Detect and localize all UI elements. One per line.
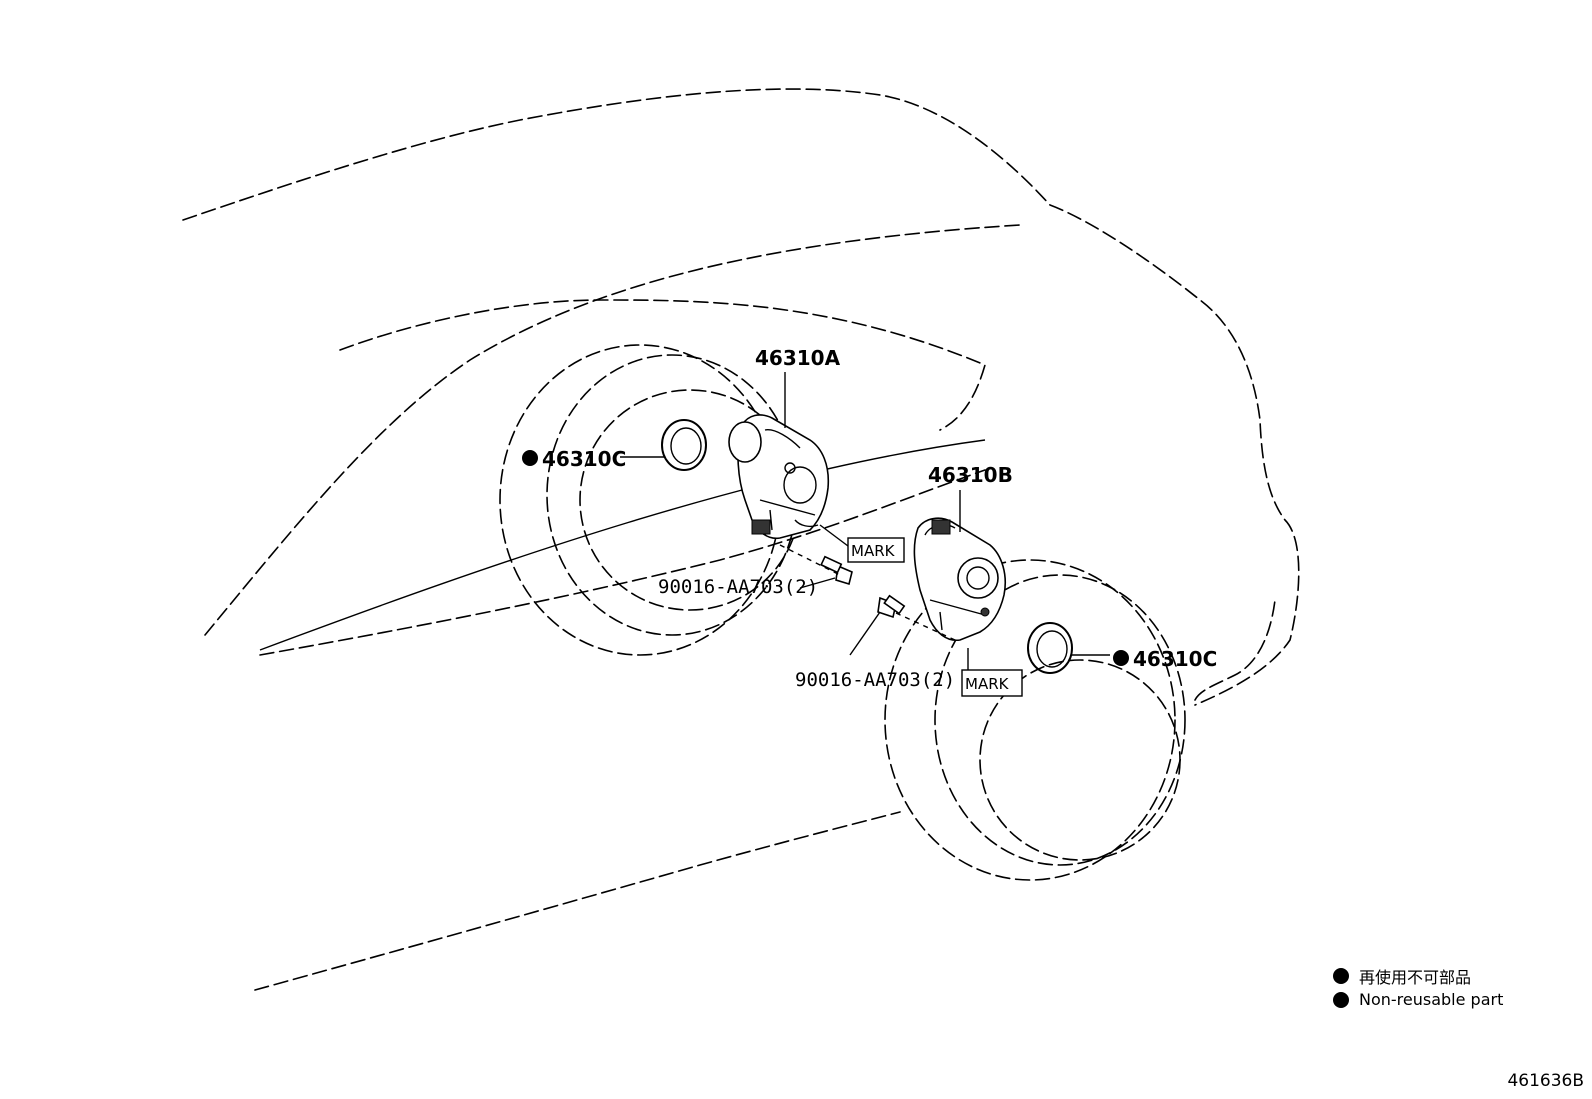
seal-ring-right [1027, 622, 1073, 674]
legend-label: Non-reusable part [1359, 990, 1504, 1009]
legend-item-english: Non-reusable part [1333, 990, 1503, 1009]
actuator-b [913, 517, 1006, 642]
right-wheel [884, 559, 1186, 881]
legend-item-japanese: 再使用不可部品 [1333, 964, 1471, 988]
callout-bolt-upper: 90016-AA703(2) [658, 576, 818, 598]
figure-id: 461636B [1507, 1071, 1584, 1091]
callout-46310b: 46310B [928, 463, 1013, 487]
callout-bolt-lower: 90016-AA703(2) [795, 669, 955, 691]
bolt-upper [820, 555, 853, 586]
legend-label: 再使用不可部品 [1359, 968, 1472, 987]
leader-lines [620, 372, 1110, 670]
non-reusable-dot-icon [1333, 968, 1349, 984]
callout-46310c-left: 46310C [542, 447, 626, 471]
actuator-a [728, 414, 830, 540]
non-reusable-dot-icon [1113, 650, 1129, 666]
seal-ring-left [661, 419, 707, 471]
non-reusable-dot-icon [1333, 991, 1349, 1008]
mark-box-lower: MARK [961, 669, 1023, 697]
non-reusable-dot-icon [522, 450, 538, 466]
callout-46310a: 46310A [755, 346, 841, 370]
vehicle-body-outline [182, 88, 1300, 991]
bolt-lower [877, 594, 906, 619]
mark-label-lower: MARK [965, 675, 1010, 693]
callout-46310c-right: 46310C [1133, 647, 1217, 671]
mark-label-upper: MARK [851, 542, 896, 560]
mark-box-upper: MARK [847, 537, 905, 563]
